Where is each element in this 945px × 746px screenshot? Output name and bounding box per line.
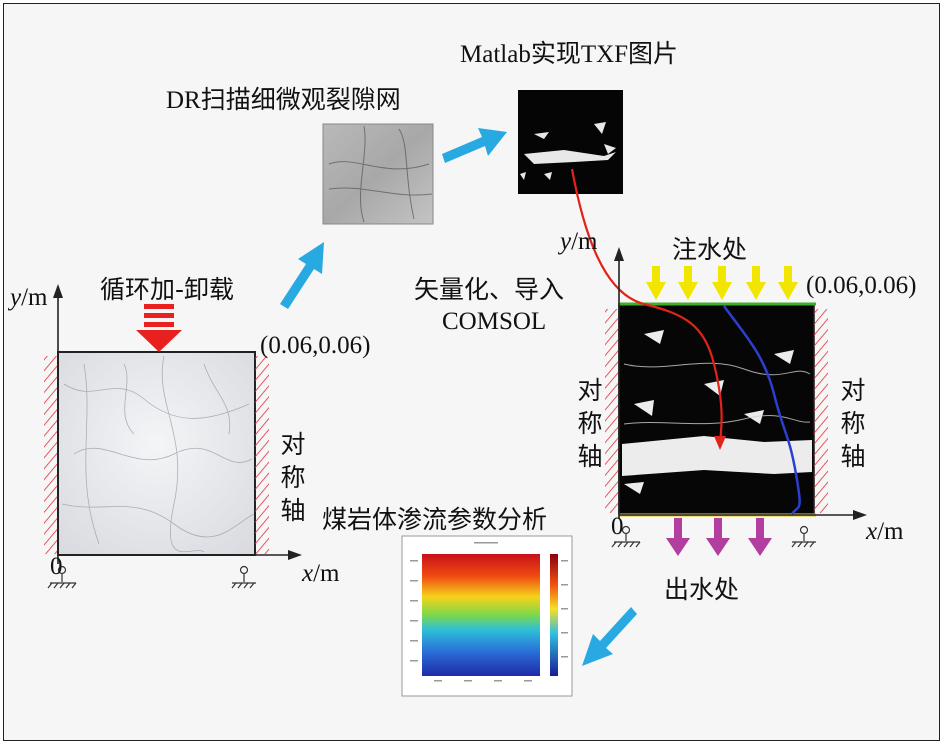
- left-specimen: [44, 284, 302, 589]
- load-arrow-icon: [136, 304, 182, 352]
- flow-arrow-icon: [280, 128, 637, 666]
- diagram-graphics: [44, 90, 867, 697]
- left-y-var: y: [10, 284, 22, 311]
- inlet-label: 注水处: [672, 235, 748, 264]
- symmetry-char-3: 轴: [577, 442, 603, 471]
- symmetry-char-2: 称: [840, 409, 866, 438]
- seepage-heatmap: [401, 535, 573, 697]
- left-x-axis-label: x/m: [302, 560, 340, 588]
- left-x-var: x: [302, 560, 314, 587]
- vectorize-label-line1: 矢量化、导入: [414, 275, 565, 304]
- symmetry-char-1: 对: [280, 430, 306, 459]
- matlab-label: Matlab实现TXF图片: [460, 34, 678, 70]
- right-y-var: y: [560, 228, 572, 255]
- outlet-arrow-icon: [666, 518, 772, 556]
- left-corner-label: (0.06,0.06): [260, 332, 371, 359]
- vectorize-label-line2: COMSOL: [442, 308, 547, 335]
- dr-scan-label: DR扫描细微观裂隙网: [166, 80, 401, 116]
- symmetry-char-3: 轴: [280, 496, 306, 525]
- symmetry-char-2: 称: [280, 463, 306, 492]
- dr-scan-label-text: DR扫描细微观裂隙网: [166, 87, 401, 114]
- cyclic-load-label: 循环加-卸载: [100, 275, 235, 304]
- left-y-unit: /m: [21, 284, 48, 311]
- left-x-unit: /m: [313, 560, 340, 587]
- right-symmetry-axis-label-right: 对 称 轴: [839, 374, 867, 473]
- matlab-txf-image: [518, 90, 623, 194]
- right-x-var: x: [866, 518, 878, 545]
- symmetry-char-3: 轴: [840, 442, 866, 471]
- matlab-label-text: Matlab实现TXF图片: [460, 41, 679, 68]
- diagram-frame: Matlab实现TXF图片 DR扫描细微观裂隙网 循环加-卸载 矢量化、导入 C…: [3, 3, 940, 741]
- symmetry-char-2: 称: [577, 409, 603, 438]
- right-x-unit: /m: [877, 518, 904, 545]
- symmetry-char-1: 对: [577, 376, 603, 405]
- symmetry-char-1: 对: [840, 376, 866, 405]
- inlet-arrow-icon: [646, 266, 798, 300]
- right-y-unit: /m: [571, 228, 598, 255]
- right-origin-label: 0: [611, 513, 624, 540]
- left-y-axis-label: y/m: [10, 284, 48, 312]
- right-x-axis-label: x/m: [866, 518, 904, 546]
- dr-scan-image: [322, 123, 434, 225]
- right-specimen: [570, 168, 867, 556]
- roller-support-icon: [231, 565, 256, 589]
- right-corner-label: (0.06,0.06): [806, 272, 917, 299]
- left-origin-label: 0: [50, 553, 63, 580]
- analysis-label: 煤岩体渗流参数分析: [322, 505, 548, 534]
- left-symmetry-axis-label: 对 称 轴: [279, 428, 307, 527]
- pin-support-icon: [47, 565, 77, 589]
- outlet-label: 出水处: [664, 575, 740, 604]
- right-symmetry-axis-label-left: 对 称 轴: [576, 374, 604, 473]
- right-y-axis-label: y/m: [560, 228, 598, 256]
